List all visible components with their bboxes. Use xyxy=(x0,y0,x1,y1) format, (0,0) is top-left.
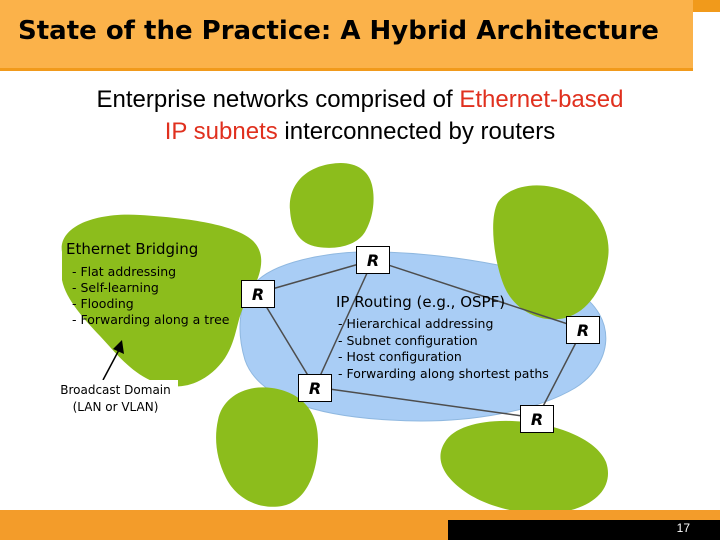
router-top: R xyxy=(356,246,390,274)
ethernet-bridging-label: Ethernet Bridging Flat addressing Self-l… xyxy=(66,240,229,328)
ethernet-bridging-heading: Ethernet Bridging xyxy=(66,240,199,258)
subtitle-highlight-2: IP subnets xyxy=(164,118,278,145)
broadcast-domain-line-1: Broadcast Domain xyxy=(60,383,171,397)
subnet-blob-bottom-left xyxy=(216,387,318,507)
footer-black-strip xyxy=(448,520,720,540)
ethernet-bridging-list: Flat addressing Self-learning Flooding F… xyxy=(72,264,229,328)
router-bottom-right: R xyxy=(520,405,554,433)
ip-routing-label: IP Routing (e.g., OSPF) Hierarchical add… xyxy=(336,293,549,382)
link-r1-r4 xyxy=(257,292,316,388)
list-item: Forwarding along shortest paths xyxy=(338,366,548,383)
subtitle-text-1: Enterprise networks comprised of xyxy=(96,86,460,113)
list-item: Host configuration xyxy=(338,349,549,366)
arrow xyxy=(102,340,124,381)
subnet-blob-top-right xyxy=(493,185,609,320)
list-item: Flooding xyxy=(72,296,229,312)
broadcast-domain-line-2: (LAN or VLAN) xyxy=(72,400,159,414)
router-right: R xyxy=(566,316,600,344)
title-bar-tab xyxy=(693,0,720,12)
list-item: Self-learning xyxy=(72,280,229,296)
list-item: Flat addressing xyxy=(72,264,229,280)
subtitle-line-1: Enterprise networks comprised of Etherne… xyxy=(0,86,720,114)
subnet-blob-bottom-right xyxy=(440,420,609,514)
list-item: Hierarchical addressing xyxy=(338,316,549,333)
list-item: Forwarding along a tree xyxy=(72,312,229,328)
subtitle-line-2: IP subnets interconnected by routers xyxy=(0,118,720,146)
router-bottom-left: R xyxy=(298,374,332,402)
subnet-blob-top xyxy=(289,162,374,248)
subtitle-text-2: interconnected by routers xyxy=(277,118,556,145)
slide-title: State of the Practice: A Hybrid Architec… xyxy=(18,16,659,46)
page-number: 17 xyxy=(676,521,690,535)
list-item: Subnet configuration xyxy=(338,333,549,350)
ip-routing-heading: IP Routing (e.g., OSPF) xyxy=(336,293,506,311)
ip-routing-list: Hierarchical addressing Subnet configura… xyxy=(338,316,549,383)
link-r1-r2 xyxy=(257,259,374,294)
link-r4-r5 xyxy=(314,386,538,419)
broadcast-domain-label: Broadcast Domain (LAN or VLAN) xyxy=(53,380,178,420)
subtitle-highlight-1: Ethernet-based xyxy=(459,86,624,113)
title-bar xyxy=(0,0,693,71)
router-left: R xyxy=(241,280,275,308)
